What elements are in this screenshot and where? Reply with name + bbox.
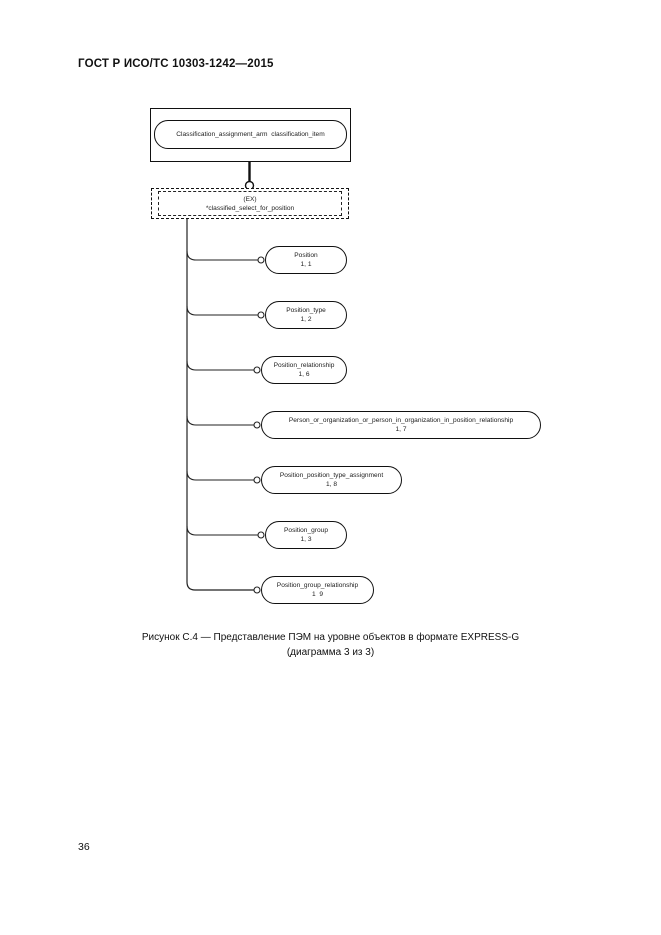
root-entity-label: Classification_assignment_arm classifica… [154,120,347,149]
entity-name: Position_group_relationship [276,582,359,589]
branch-end-circle-1 [257,256,265,264]
figure-caption-line1: Рисунок С.4 — Представление ПЭМ на уровн… [141,632,520,643]
select-type-box-outer [151,188,349,219]
entity-name: Position_position_type_assignment [279,472,384,479]
entity-position-type: Position_type 1, 2 [265,301,347,329]
select-type-name: *classified_select_for_position [205,204,295,212]
entity-page-ref: 1 9 [312,591,323,598]
entity-name: Position_type [286,307,326,314]
entity-name: Position [294,252,318,259]
branch-line-6 [186,525,258,536]
branch-line-3 [186,360,254,371]
entity-page-ref: 1, 1 [300,261,312,268]
branch-end-circle-3 [253,366,261,374]
entity-position-group: Position_group 1, 3 [265,521,347,549]
branch-end-circle-5 [253,476,261,484]
branch-line-1 [186,250,258,261]
entity-page-ref: 1, 6 [298,371,310,378]
entity-position: Position 1, 1 [265,246,347,274]
branch-line-4 [186,415,254,426]
branch-end-circle-2 [257,311,265,319]
select-type-tag: (EX) [243,195,257,203]
entity-position-relationship: Position_relationship 1, 6 [261,356,347,384]
entity-position-group-relationship: Position_group_relationship 1 9 [261,576,374,604]
page-number: 36 [78,841,90,853]
tree-trunk-line [186,217,254,591]
branch-line-5 [186,470,254,481]
branch-line-2 [186,305,258,316]
entity-page-ref: 1, 3 [300,536,312,543]
entity-page-ref: 1, 2 [300,316,312,323]
figure-caption-line2: (диаграмма 3 из 3) [286,646,375,658]
entity-name: Position_group [284,527,328,534]
document-header-title: ГОСТ Р ИСО/ТС 10303-1242—2015 [78,58,274,70]
select-type-box: (EX) *classified_select_for_position [158,191,342,216]
figure-caption: Рисунок С.4 — Представление ПЭМ на уровн… [0,631,661,660]
entity-page-ref: 1, 7 [395,426,407,433]
entity-name: Position_relationship [273,362,335,369]
branch-end-circle-7 [253,586,261,594]
entity-person-or-organization-in-position-relationship: Person_or_organization_or_person_in_orga… [261,411,541,439]
branch-end-circle-4 [253,421,261,429]
entity-page-ref: 1, 8 [326,481,337,488]
branch-end-circle-6 [257,531,265,539]
entity-name: Person_or_organization_or_person_in_orga… [288,417,514,424]
entity-position-position-type-assignment: Position_position_type_assignment 1, 8 [261,466,402,494]
